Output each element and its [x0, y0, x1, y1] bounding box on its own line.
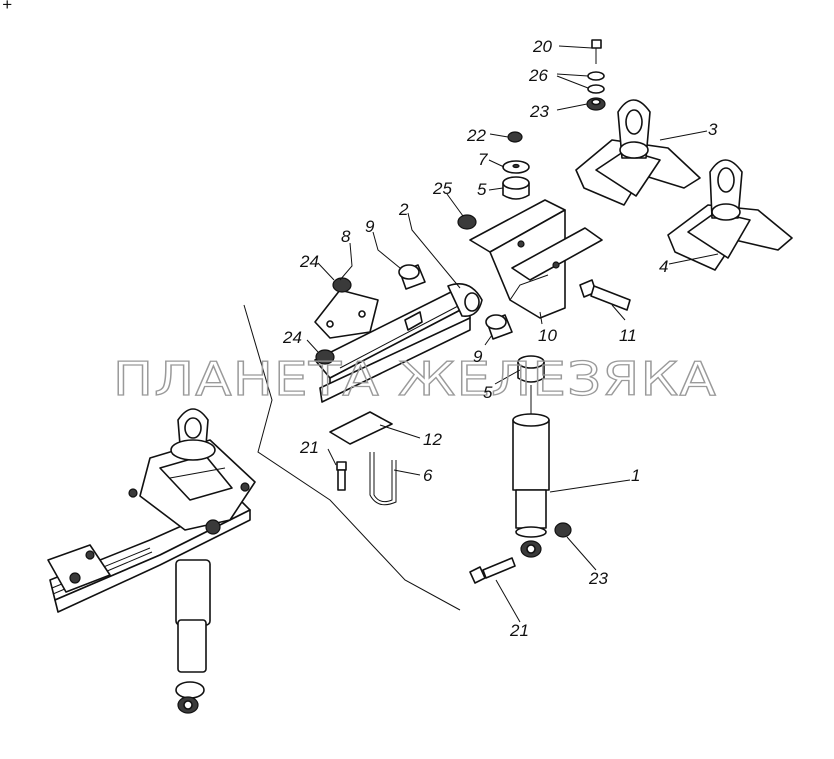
bracket-10: [469, 199, 603, 319]
nut-22: [507, 131, 523, 143]
bolt-21-long: [469, 557, 516, 584]
nut-25: [457, 214, 477, 230]
label-6: 6: [423, 466, 433, 485]
label-4: 4: [659, 257, 668, 276]
label-5-top: 5: [477, 180, 487, 199]
label-12: 12: [423, 430, 442, 449]
label-23-bottom: 23: [588, 569, 608, 588]
label-9-top: 9: [365, 217, 375, 236]
spring-2: [314, 283, 483, 403]
leader-lines: [306, 45, 719, 623]
nut-24-bottom: [315, 349, 335, 365]
pad-12: [329, 411, 393, 445]
bracket-4: [667, 159, 793, 271]
washers-26: [587, 71, 605, 94]
nut-23-top: [586, 97, 606, 111]
label-25: 25: [432, 179, 452, 198]
cushion-5-bottom: [517, 355, 545, 383]
label-22: 22: [466, 126, 486, 145]
bracket-3: [575, 99, 701, 206]
label-1: 1: [631, 466, 640, 485]
label-3: 3: [708, 120, 718, 139]
nut-24-top: [332, 277, 352, 293]
label-5-bottom: 5: [483, 383, 493, 402]
cushion-5-top: [502, 176, 530, 200]
label-23-top: 23: [529, 102, 549, 121]
plate-8: [314, 289, 379, 339]
label-2: 2: [398, 200, 409, 219]
bushing-9-top: [398, 264, 426, 290]
label-10: 10: [538, 326, 557, 345]
label-7: 7: [478, 150, 488, 169]
label-21-small: 21: [299, 438, 319, 457]
label-24-bottom: 24: [282, 328, 302, 347]
cushion-7: [502, 160, 530, 174]
bolt-11: [579, 279, 631, 311]
label-26: 26: [528, 66, 548, 85]
bolt-21-small: [336, 461, 347, 491]
watermark: ПЛАНЕТА ЖЕЛЕЗЯКА: [113, 352, 717, 406]
label-8: 8: [341, 227, 351, 246]
corner-mark: +: [2, 0, 12, 14]
nut-23-bottom: [554, 522, 572, 538]
label-21-long: 21: [509, 621, 529, 640]
label-20: 20: [532, 37, 552, 56]
u-bolt-6: [369, 452, 397, 506]
bushing-9-bottom: [485, 314, 513, 340]
label-24-top: 24: [299, 252, 319, 271]
assembled-suspension-view: [47, 304, 461, 714]
label-9-bottom: 9: [473, 347, 483, 366]
label-11: 11: [619, 326, 637, 345]
shock-absorber-1: [512, 385, 550, 558]
bolt-20: [591, 39, 602, 64]
